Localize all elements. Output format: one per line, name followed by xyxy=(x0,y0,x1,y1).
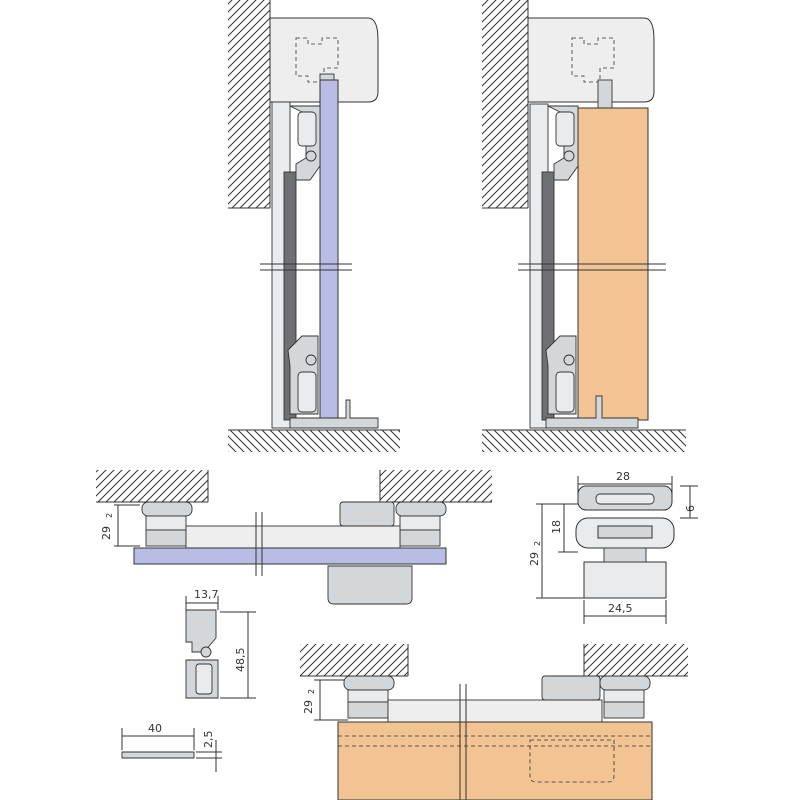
dim-plan-glass-tol: 2 xyxy=(105,513,114,518)
rail-detail-inner xyxy=(597,525,653,539)
dim-profile-width: 28 xyxy=(616,470,630,483)
floor-guide xyxy=(289,399,379,429)
bar-detail: 40 2,5 xyxy=(121,722,222,772)
stopper-block xyxy=(339,501,395,527)
glass-panel xyxy=(319,79,339,421)
dim-bar-thickness: 2,5 xyxy=(202,731,215,749)
wall-hatch xyxy=(482,0,528,208)
handle-grip xyxy=(327,565,413,605)
bottom-roller-wheel xyxy=(305,354,317,366)
section-wood-door xyxy=(482,0,686,452)
hanger-top xyxy=(597,79,613,109)
clip-profile xyxy=(185,609,217,653)
rail-detail: 28 6 18 29 2 24,5 xyxy=(528,470,698,624)
dim-bar-length: 40 xyxy=(148,722,162,735)
dim-bottom-width: 24,5 xyxy=(608,602,633,615)
ceiling-box xyxy=(527,17,655,103)
ceiling-hatch-right xyxy=(584,644,688,676)
top-roller-wheel xyxy=(305,150,317,162)
glass-inner xyxy=(185,525,401,549)
recessed-handle xyxy=(529,739,615,783)
wood-inner xyxy=(387,699,603,723)
floor-hatch xyxy=(228,430,400,452)
rail-detail-base xyxy=(583,561,667,599)
dim-plan-glass-height: 29 xyxy=(100,526,113,540)
ceiling-box xyxy=(269,17,379,103)
floor-guide xyxy=(545,395,639,429)
dim-clip-height: 48,5 xyxy=(234,648,247,673)
glass-plan xyxy=(133,547,447,565)
dim-lip: 6 xyxy=(684,505,697,512)
clip-detail: 13,7 48,5 xyxy=(185,588,256,699)
dim-total-height-tol: 2 xyxy=(533,541,542,546)
dim-profile-height: 18 xyxy=(550,520,563,534)
stopper-block xyxy=(541,675,601,701)
plan-wood-door: 29 2 xyxy=(300,644,688,800)
dim-total-height: 29 xyxy=(528,552,541,566)
dim-plan-wood-tol: 2 xyxy=(307,689,316,694)
wall-hatch xyxy=(228,0,270,208)
ceiling-hatch-left xyxy=(300,644,408,676)
dim-plan-wood-height: 29 xyxy=(302,700,315,714)
plan-glass-door: 29 2 xyxy=(96,470,492,605)
rail-left xyxy=(141,501,193,517)
rail-right xyxy=(599,675,651,691)
floor-hatch xyxy=(482,430,686,452)
ceiling-hatch-right xyxy=(380,470,492,502)
ceiling-hatch-left xyxy=(96,470,208,502)
bar-profile xyxy=(121,751,195,759)
rail-left xyxy=(343,675,395,691)
dim-clip-width: 13,7 xyxy=(194,588,219,601)
section-glass-door xyxy=(228,0,400,452)
rail-right xyxy=(395,501,447,517)
wood-plan xyxy=(337,721,653,800)
